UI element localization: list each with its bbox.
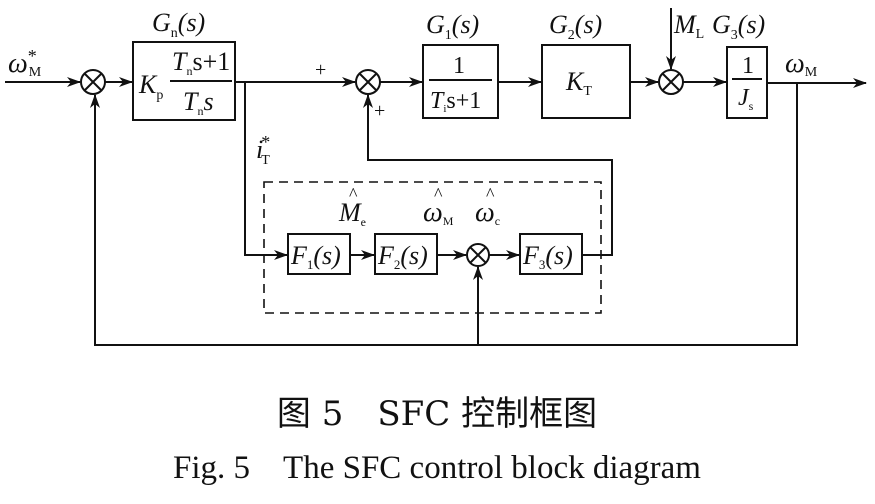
sum3-cross-icon xyxy=(661,72,681,92)
load-torque-label: ML xyxy=(673,10,704,42)
sum2-plus-bottom: + xyxy=(374,100,385,122)
gn-denominator: Tns xyxy=(183,87,214,118)
sum2-cross-icon xyxy=(358,72,378,92)
sum2-plus-left: + xyxy=(315,59,326,81)
g2-block xyxy=(541,44,631,119)
input-signal-label: ω*M xyxy=(8,46,42,80)
speed-feedback-line xyxy=(90,83,798,346)
g2-title: G2(s) xyxy=(549,10,602,43)
g3-block xyxy=(726,46,768,119)
output-signal-label: ωM xyxy=(785,48,818,80)
f1-label: F1(s) xyxy=(290,241,341,272)
wm-hat-label: ωM xyxy=(423,197,454,228)
g3-title: G3(s) xyxy=(712,10,765,43)
wm-hat-accent: ^ xyxy=(434,184,443,204)
current-ref-label: i*T xyxy=(256,132,270,168)
g1-title: G1(s) xyxy=(426,10,479,43)
f3-label: F3(s) xyxy=(522,241,573,272)
g1-numerator: 1 xyxy=(453,53,465,79)
f2-block xyxy=(374,233,438,275)
g2-content: KT xyxy=(565,67,592,99)
gn-gain: Kp xyxy=(138,70,163,103)
g1-denominator: Tis+1 xyxy=(430,88,481,115)
sum1-cross-icon xyxy=(83,72,103,92)
caption-english: Fig. 5 The SFC control block diagram xyxy=(173,450,701,486)
me-hat-accent: ^ xyxy=(349,184,358,204)
wc-hat-accent: ^ xyxy=(486,184,495,204)
f1-block xyxy=(287,233,351,275)
g3-denominator: Js xyxy=(738,85,754,113)
gn-numerator: Tns+1 xyxy=(172,47,230,78)
caption-chinese: 图 5 SFC 控制框图 xyxy=(277,394,597,434)
current-ref-branch-line xyxy=(244,82,288,260)
me-hat-label: Me xyxy=(338,198,366,229)
wc-hat-label: ωc xyxy=(475,197,500,228)
observer-dashed-box xyxy=(263,181,602,314)
f2-label: F2(s) xyxy=(377,241,428,272)
g3-numerator: 1 xyxy=(742,53,754,79)
sum4-cross-icon xyxy=(469,246,487,264)
gn-title: Gn(s) xyxy=(152,8,205,41)
compensation-feedback-line xyxy=(363,94,613,256)
